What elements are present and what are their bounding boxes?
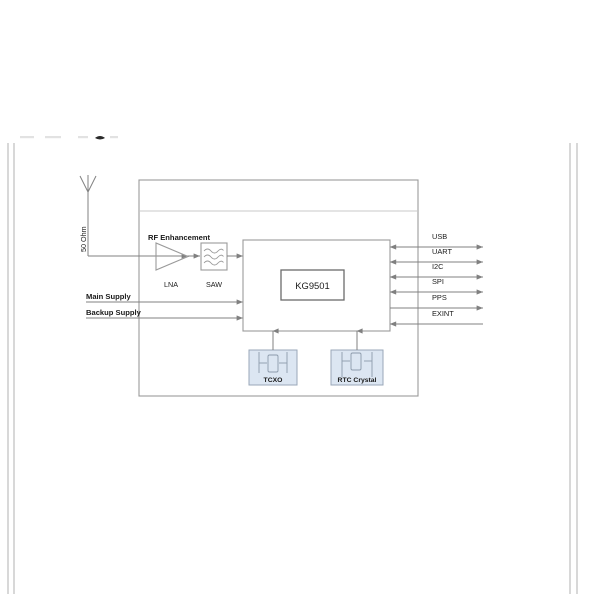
cropped-heading-remnant [20, 136, 118, 140]
saw-label: SAW [206, 280, 222, 289]
rtc-crystal-label: RTC Crystal [338, 377, 377, 384]
interface-label-uart: UART [432, 247, 452, 256]
amplifier-triangle-icon [155, 242, 190, 271]
rf-enhancement-heading: RF Enhancement [148, 233, 210, 242]
antenna-icon [79, 175, 97, 256]
main-supply-label: Main Supply [86, 292, 131, 301]
lna-label: LNA [164, 280, 178, 289]
chip-label: KG9501 [295, 280, 329, 291]
saw-filter-wave-icon [200, 242, 228, 271]
interface-label-pps: PPS [432, 293, 447, 302]
tcxo-label: TCXO [264, 377, 283, 384]
module-outline [138, 179, 419, 397]
tcxo-block [248, 349, 298, 386]
rtc-crystal-block [330, 349, 384, 386]
chip-package [280, 269, 345, 301]
core-block [242, 239, 391, 332]
backup-supply-label: Backup Supply [86, 308, 142, 317]
antenna-impedance-label: 50 Ohm [79, 226, 88, 252]
page-frame-right [569, 143, 578, 594]
interface-label-exint: EXINT [432, 309, 454, 318]
interface-label-spi: SPI [432, 277, 444, 286]
interface-label-i2c: I2C [432, 262, 444, 271]
page-frame-left [7, 143, 15, 594]
interface-label-usb: USB [432, 232, 447, 241]
